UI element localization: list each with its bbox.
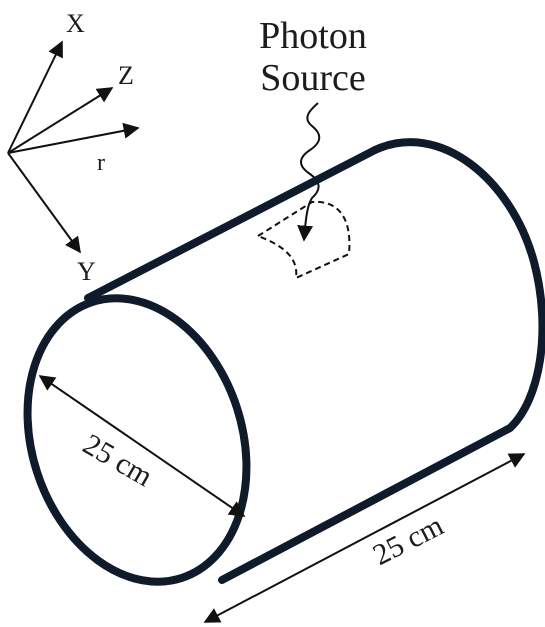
diameter-dimension-arrow bbox=[38, 375, 246, 517]
x-axis-arrow bbox=[7, 40, 63, 154]
diameter-dimension-label: 25 cm bbox=[77, 428, 158, 494]
cylinder-bottom-edge bbox=[218, 424, 514, 584]
y-axis-label: Y bbox=[77, 257, 96, 286]
z-axis-label: Z bbox=[118, 61, 134, 90]
photon-source-label-line2: Source bbox=[260, 57, 366, 99]
photon-source: Photon Source bbox=[259, 15, 367, 242]
photon-wave-arrow bbox=[297, 102, 321, 242]
length-dimension-arrow bbox=[203, 453, 526, 623]
cylinder-top-edge bbox=[84, 146, 379, 302]
coordinate-axes: X Z r Y bbox=[7, 9, 140, 286]
r-axis-label: r bbox=[97, 150, 105, 176]
cylinder bbox=[23, 138, 545, 586]
length-dimension-label: 25 cm bbox=[368, 509, 449, 572]
y-axis-arrow bbox=[7, 152, 81, 254]
cylinder-front-face bbox=[23, 294, 251, 586]
photon-source-label-line1: Photon bbox=[259, 15, 367, 57]
z-axis-arrow bbox=[7, 87, 114, 154]
cylinder-back-end bbox=[371, 138, 545, 432]
x-axis-label: X bbox=[66, 9, 85, 38]
dimension-annotations: 25 cm 25 cm bbox=[38, 375, 526, 623]
r-axis-arrow bbox=[7, 122, 140, 154]
